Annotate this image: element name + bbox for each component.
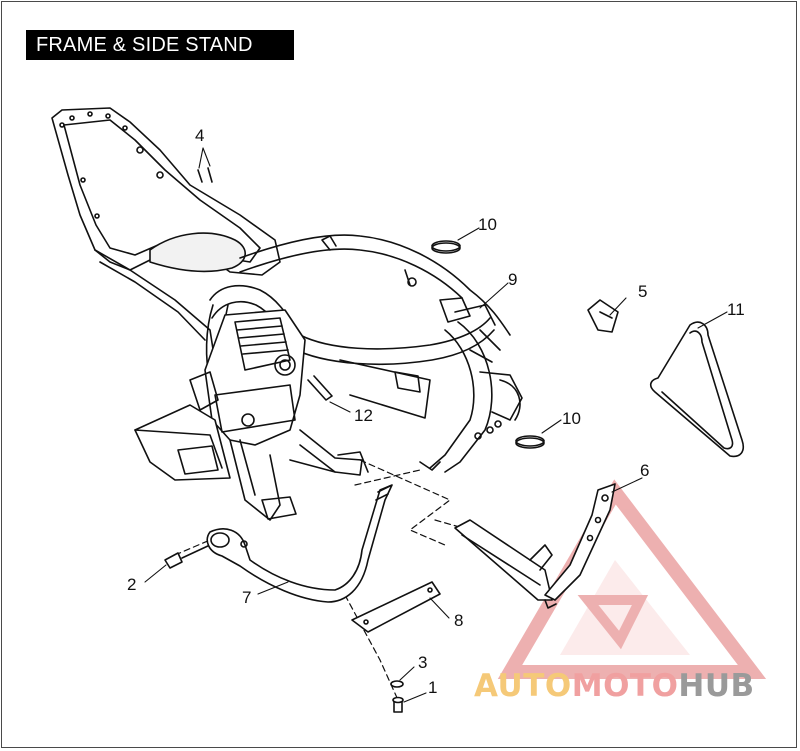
callout-6: 6 (640, 461, 649, 480)
callout-2: 2 (127, 575, 136, 594)
watermark-moto: MOTO (571, 668, 679, 704)
part-10-grommet-lower (515, 435, 545, 449)
callout-5: 5 (638, 282, 647, 301)
part-12-tie (307, 375, 333, 401)
callout-10-lower: 10 (562, 409, 581, 428)
watermark-hub: HUB (678, 668, 755, 704)
part-2-bolt (164, 544, 211, 569)
part-1-bolt (392, 696, 404, 713)
frame-seat-section (51, 107, 281, 276)
part-7-side-stand-tube (206, 484, 393, 603)
part-5-clip (587, 299, 619, 333)
frame-engine-mount (189, 309, 306, 446)
callout-1: 1 (428, 678, 437, 697)
callout-7: 7 (242, 588, 251, 607)
callout-4: 4 (195, 126, 204, 145)
part-8-plate (351, 581, 441, 633)
part-3-washer (390, 680, 404, 688)
callout-8: 8 (454, 611, 463, 630)
part-6-side-stand (454, 483, 616, 609)
frame-lower-cradle (134, 404, 369, 521)
watermark-auto: AUTO (474, 668, 572, 704)
callout-10-upper: 10 (478, 215, 497, 234)
frame-inner-bracing (321, 235, 502, 440)
callout-3: 3 (418, 653, 427, 672)
diagram-title: FRAME & SIDE STAND (26, 30, 294, 60)
part-10-grommet-upper (431, 240, 461, 254)
part-4-pins (197, 167, 213, 183)
callout-11: 11 (727, 300, 745, 319)
watermark-text: AUTOMOTOHUB (474, 668, 755, 704)
callout-leader-lines (144, 147, 728, 703)
part-11-triangle-hanger (649, 321, 745, 458)
callout-12: 12 (354, 406, 373, 425)
callout-9: 9 (508, 270, 517, 289)
